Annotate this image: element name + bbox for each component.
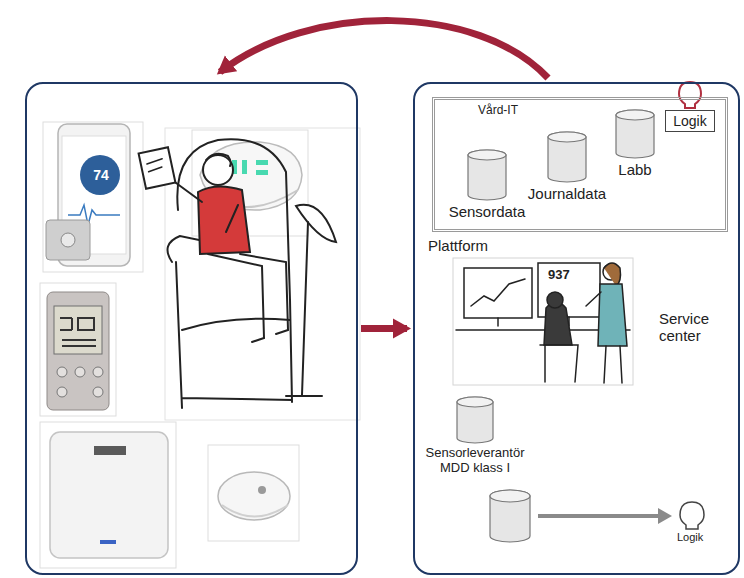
- blood-pressure-monitor: [40, 283, 116, 416]
- database-cylinder: Labb: [612, 109, 658, 178]
- device-panel: 74: [25, 82, 358, 575]
- box-title: Vård-IT: [478, 104, 518, 118]
- cylinder-outline: [615, 109, 655, 159]
- section-label: Service center: [659, 310, 721, 345]
- section-label: Plattform: [428, 237, 488, 254]
- screen-reading: 74: [88, 167, 114, 183]
- icon-caption: Logik: [677, 531, 703, 544]
- database-cylinder: Journaldata: [523, 131, 611, 202]
- cylinder-label: Sensorleverantör MDD klass I: [415, 446, 535, 476]
- sensor-device: [208, 445, 299, 541]
- database-cylinder: Sensorleverantör MDD klass I: [415, 396, 535, 476]
- lightbulb-icon: [679, 82, 701, 108]
- cylinder-outline: [456, 396, 494, 444]
- cylinder-label: Journaldata: [528, 185, 606, 202]
- platform-panel: Plattform 937Service center Vård-IT Sensord…: [413, 82, 740, 575]
- cylinder-outline: [547, 131, 587, 183]
- ecg-phone: [43, 122, 143, 272]
- logic-feed: [490, 490, 704, 542]
- weight-scale: [40, 422, 176, 568]
- box-label: Logik: [673, 113, 706, 129]
- screen-reading: 937: [548, 268, 570, 283]
- cylinder-label: Labb: [618, 161, 651, 178]
- cylinder-label: Sensordata: [449, 203, 526, 220]
- service-center-sketch: [453, 258, 633, 385]
- patient-sketch: [139, 128, 360, 420]
- cylinder-outline: [467, 149, 507, 201]
- logic-box: Logik: [665, 110, 715, 132]
- flow-arrow: [361, 325, 407, 332]
- database-cylinder: Sensordata: [445, 149, 529, 220]
- flow-arrow: [220, 21, 548, 78]
- care-it-box: Vård-IT SensordataJournaldata Labb Logik: [432, 97, 728, 232]
